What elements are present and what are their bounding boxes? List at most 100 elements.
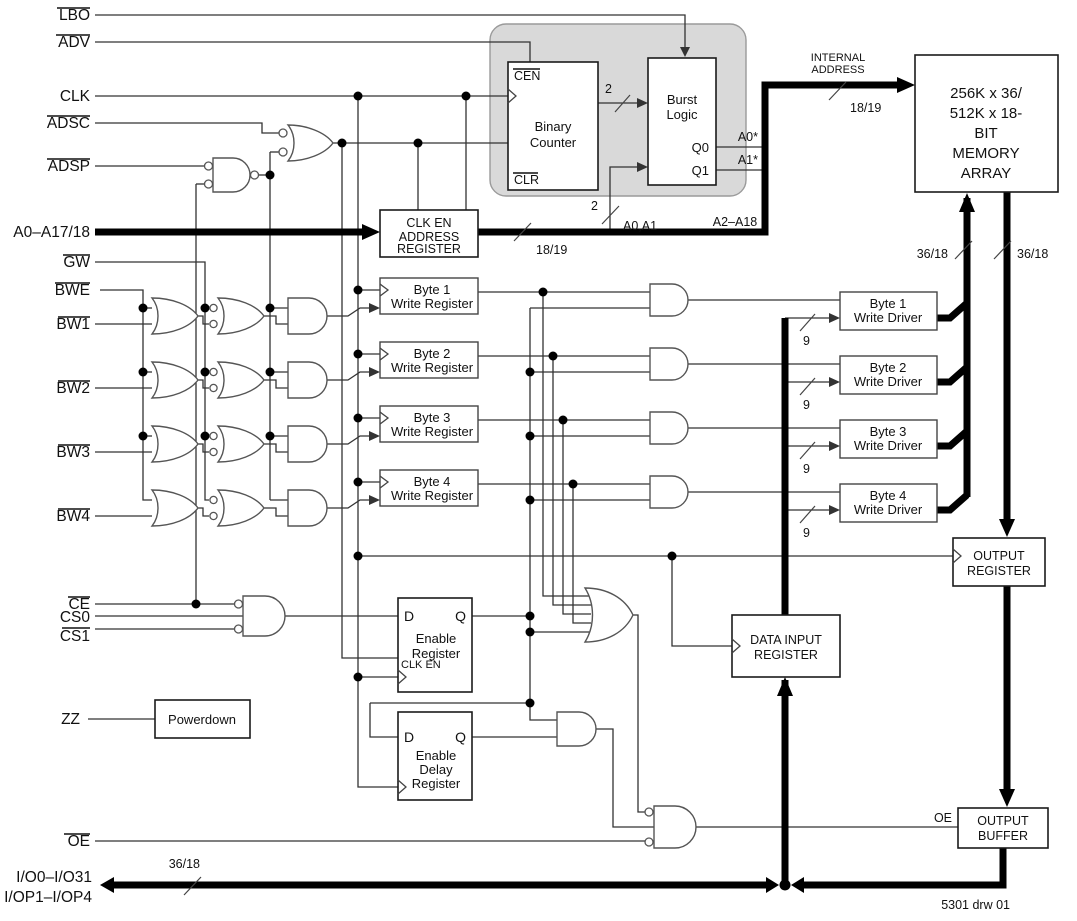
delay-reg-line2: Delay — [419, 762, 453, 777]
byte4-reg-line1: Byte 4 — [414, 474, 451, 489]
addr-reg-line2: ADDRESS — [399, 230, 459, 244]
io-bus-width: 36/18 — [169, 857, 200, 871]
byte2-write-register-block — [379, 341, 479, 379]
blocks — [154, 54, 1059, 849]
signal-label-io: I/O0–I/O31 — [16, 869, 92, 886]
data-input-reg-line2: REGISTER — [754, 648, 818, 662]
byte2-driver-line1: Byte 2 — [870, 360, 907, 375]
chip-enable-and-gate — [242, 595, 286, 637]
memory-line2: 512K x 18- — [950, 105, 1023, 122]
memory-array-block — [914, 54, 1059, 193]
delay-reg-q-label: Q — [455, 729, 466, 745]
bw2-and-gate — [287, 361, 328, 399]
byte4-driver-line1: Byte 4 — [870, 488, 907, 503]
bw1-or-gate — [150, 297, 199, 335]
arrowheads — [369, 47, 840, 515]
powerdown-block — [154, 699, 251, 739]
burst-name-line1: Burst — [667, 92, 698, 107]
byte2-bus-width: 9 — [803, 398, 810, 412]
address-bus-width: 18/19 — [536, 243, 567, 257]
byte1-enable-and-gate — [649, 283, 689, 317]
byte4-write-register-block — [379, 469, 479, 507]
block-labels: CEN Binary Counter CLR Burst Logic Q0 Q1… — [168, 68, 1031, 843]
byte2-write-driver-block — [839, 355, 938, 395]
counter-cen-label: CEN — [514, 69, 540, 83]
byte3-enable-and-gate — [649, 411, 689, 445]
enable-reg-d-label: D — [404, 608, 414, 624]
data-input-reg-line1: DATA INPUT — [750, 633, 822, 647]
byte4-enable-and-gate — [649, 475, 689, 509]
signal-label-adsp: ADSP — [48, 158, 90, 175]
internal-address-line1: INTERNAL — [811, 52, 865, 64]
bw4-or-gate — [150, 489, 199, 527]
bw4-nor-gate — [216, 489, 265, 527]
read-bus-width: 36/18 — [1017, 247, 1048, 261]
signal-label-zz: ZZ — [61, 711, 80, 728]
memory-line1: 256K x 36/ — [950, 85, 1023, 102]
adsp-nand-gate — [212, 157, 251, 193]
bw4-and-gate — [287, 489, 328, 527]
signal-label-ce: CE — [68, 596, 90, 613]
signal-label-gw: GW — [63, 254, 90, 271]
write-or-gate — [583, 587, 634, 643]
byte1-driver-line1: Byte 1 — [870, 296, 907, 311]
bw3-or-gate — [150, 425, 199, 463]
junction-dots — [138, 91, 677, 708]
byte3-reg-line1: Byte 3 — [414, 410, 451, 425]
burst-q0-label: Q0 — [692, 140, 709, 155]
byte1-bus-width: 9 — [803, 334, 810, 348]
byte2-reg-line2: Write Register — [391, 360, 474, 375]
signal-label-oe: OE — [68, 833, 90, 850]
output-enable-nand-gate — [653, 805, 697, 849]
bus-arrowheads — [100, 77, 1015, 893]
output-reg-line1: OUTPUT — [973, 549, 1025, 563]
enable-reg-q-label: Q — [455, 608, 466, 624]
signal-label-adv: ADV — [58, 34, 91, 51]
output-buffer-line1: OUTPUT — [977, 814, 1029, 828]
signal-label-lbo: LBO — [59, 7, 90, 24]
delay-reg-line1: Enable — [416, 748, 456, 763]
byte2-reg-line1: Byte 2 — [414, 346, 451, 361]
counter-bus-width: 2 — [605, 82, 612, 96]
enable-register-block — [397, 597, 473, 693]
write-bus-width: 36/18 — [917, 247, 948, 261]
gates — [150, 124, 697, 849]
bw1-nor-gate — [216, 297, 265, 335]
byte3-reg-line2: Write Register — [391, 424, 474, 439]
addr-reg-line3: REGISTER — [397, 242, 461, 256]
bw2-nor-gate — [216, 361, 265, 399]
byte1-write-register-block — [379, 277, 479, 315]
buses — [95, 81, 1011, 889]
output-buffer-block — [957, 807, 1049, 849]
bw2-or-gate — [150, 361, 199, 399]
burst-logic-block — [647, 57, 717, 186]
counter-clr-label: CLR — [514, 173, 539, 187]
internal-address-width: 18/19 — [850, 101, 881, 115]
byte1-reg-line2: Write Register — [391, 296, 474, 311]
signal-label-bw4: BW4 — [56, 508, 90, 525]
byte1-driver-line2: Write Driver — [854, 310, 923, 325]
addr-reg-line1: CLK EN — [406, 216, 451, 230]
byte4-write-driver-block — [839, 483, 938, 523]
enable-reg-clken-label: CLK EN — [401, 659, 441, 671]
counter-name-line1: Binary — [535, 119, 572, 134]
signal-label-io-parity: I/OP1–I/OP4 — [4, 889, 92, 906]
enable-reg-line2: Register — [412, 646, 461, 661]
byte3-driver-line2: Write Driver — [854, 438, 923, 453]
signal-labels: LBO ADV CLK ADSC ADSP A0–A17/18 GW BWE B… — [4, 7, 92, 906]
output-buffer-oe-label: OE — [934, 811, 952, 825]
signal-label-bw3: BW3 — [56, 444, 90, 461]
output-enable-and-gate — [556, 711, 597, 747]
powerdown-label: Powerdown — [168, 712, 236, 727]
signal-label-clk: CLK — [60, 88, 91, 105]
enable-reg-line1: Enable — [416, 631, 456, 646]
bus-labels: INTERNAL ADDRESS 18/19 18/19 2 A0,A1 A2–… — [169, 52, 1049, 871]
wiring — [88, 14, 958, 842]
a2a18-label: A2–A18 — [713, 215, 758, 229]
enable-delay-register-block — [397, 711, 473, 801]
byte3-write-driver-block — [839, 419, 938, 459]
a0-star-label: A0* — [738, 130, 758, 144]
binary-counter-block — [507, 61, 599, 191]
